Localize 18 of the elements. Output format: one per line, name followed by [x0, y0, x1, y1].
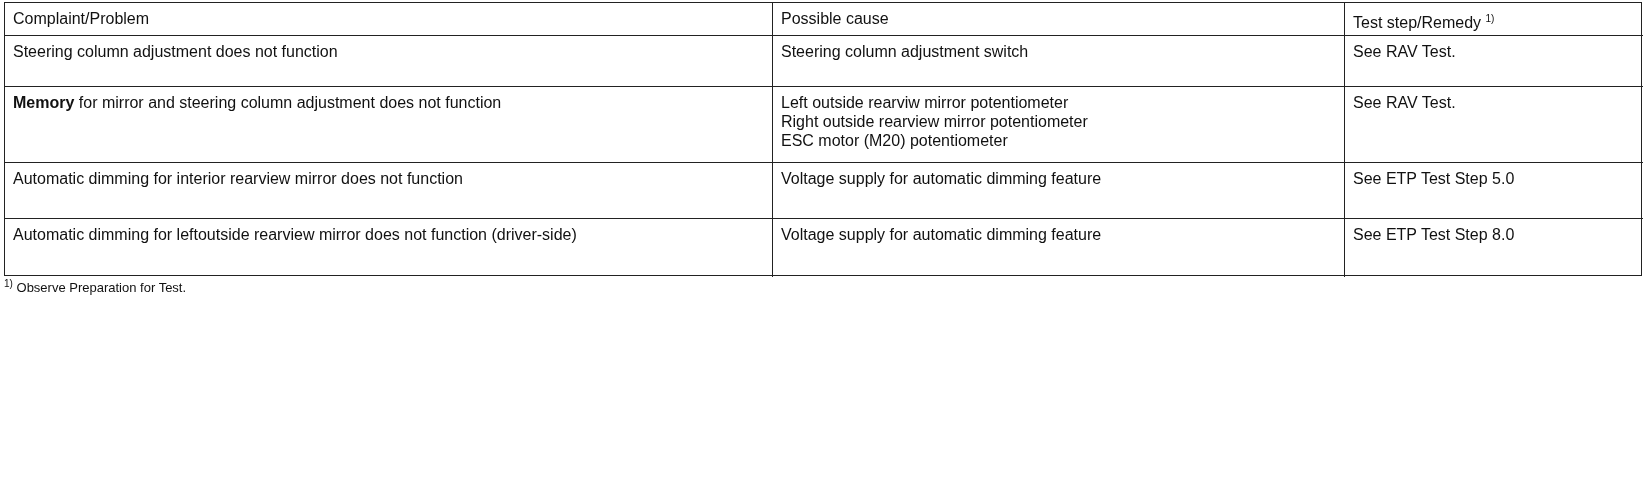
- cell-text: See ETP Test Step 8.0: [1353, 225, 1516, 244]
- cell-text: Right outside rearview mirror potentiometer: [781, 112, 1089, 131]
- cell-text: Voltage supply for automatic dimming feature: [781, 225, 1103, 244]
- cell-text: Memory for mirror and steering column adjustment does not function: [13, 93, 503, 112]
- cell-text: ESC motor (M20) potentiometer: [781, 131, 1009, 150]
- cell-text: Voltage supply for automatic dimming feature: [781, 169, 1103, 188]
- cell-text: Steering column adjustment does not function: [13, 42, 339, 61]
- cell-text: See RAV Test.: [1353, 93, 1457, 112]
- header-text: Complaint/Problem: [13, 9, 151, 28]
- cell-text: See ETP Test Step 5.0: [1353, 169, 1516, 188]
- header-text: Test step/Remedy $^{1)}$: [1353, 12, 1496, 33]
- header-text: Possible cause: [781, 9, 890, 28]
- cell-text: See RAV Test.: [1353, 42, 1457, 61]
- cell-text: Automatic dimming for leftoutside rearview mirror does not function (driver-side): [13, 225, 578, 244]
- cell-text: Steering column adjustment switch: [781, 42, 1030, 61]
- cell-text: Automatic dimming for interior rearview mirror does not function: [13, 169, 464, 188]
- cell-text: Left outside rearviw mirror potentiometer: [781, 93, 1070, 112]
- footnote-text: $^{1)}$ Observe Preparation for Test.: [4, 280, 187, 296]
